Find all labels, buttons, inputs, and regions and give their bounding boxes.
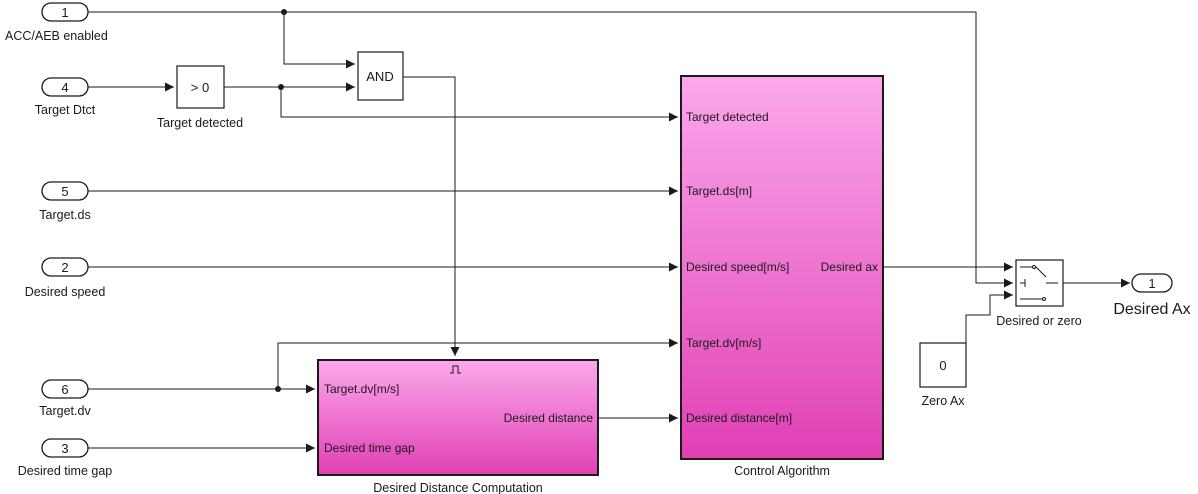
outport-label: Desired Ax [1113,301,1190,318]
inport-label: Target.ds [39,208,90,222]
desired-distance-computation-subsystem[interactable]: Target.dv[m/s] Desired time gap Desired … [317,359,599,494]
input-port-label: Desired speed[m/s] [686,260,789,274]
inport-label: Target Dtct [35,103,96,117]
inport-number: 1 [61,5,68,20]
input-port-label: Target.dv[m/s] [686,336,761,350]
zero-ax-constant-block[interactable]: 0 Zero Ax [919,342,967,408]
control-algorithm-subsystem[interactable]: Target detected Target.ds[m] Desired spe… [680,75,884,478]
and-operator: AND [366,69,393,84]
constant-label: Zero Ax [921,394,965,408]
inport-number: 6 [61,382,68,397]
input-port-label: Target.ds[m] [686,184,752,198]
outport-desired-ax[interactable]: 1 Desired Ax [1113,273,1191,318]
subsystem-label: Desired Distance Computation [373,481,543,494]
switch-label: Desired or zero [996,314,1081,328]
inport-desired-time-gap[interactable]: 3 Desired time gap [18,438,113,478]
outport-number: 1 [1148,276,1155,291]
inport-target-ds[interactable]: 5 Target.ds [39,181,91,222]
inport-number: 5 [61,184,68,199]
input-port-label: Desired distance[m] [686,411,792,425]
inport-label: Desired speed [25,285,106,299]
compare-block-label: Target detected [157,116,243,130]
inport-target-dtct[interactable]: 4 Target Dtct [35,77,96,117]
input-port-label: Target detected [686,110,769,124]
output-port-label: Desired distance [504,411,594,425]
inport-acc-aeb-enabled[interactable]: 1 ACC/AEB enabled [5,2,108,43]
constant-value: 0 [939,358,946,373]
inport-label: Desired time gap [18,464,113,478]
trigger-icon [450,365,461,374]
inport-label: ACC/AEB enabled [5,29,108,43]
inport-desired-speed[interactable]: 2 Desired speed [25,257,106,299]
switch-icon [1020,265,1058,301]
inport-number: 4 [61,80,68,95]
input-port-label: Target.dv[m/s] [324,382,399,396]
compare-operator: > 0 [191,80,209,95]
compare-to-zero-block[interactable]: > 0 Target detected [157,65,243,130]
output-port-label: Desired ax [821,260,878,274]
inport-number: 2 [61,260,68,275]
inport-target-dv[interactable]: 6 Target.dv [39,379,91,418]
and-logic-block[interactable]: AND [357,51,404,101]
input-port-label: Desired time gap [324,441,415,455]
desired-or-zero-switch-block[interactable]: Desired or zero [996,259,1082,328]
inport-number: 3 [61,441,68,456]
inport-label: Target.dv [39,404,91,418]
signal-lines [88,9,1130,453]
subsystem-label: Control Algorithm [734,464,830,478]
